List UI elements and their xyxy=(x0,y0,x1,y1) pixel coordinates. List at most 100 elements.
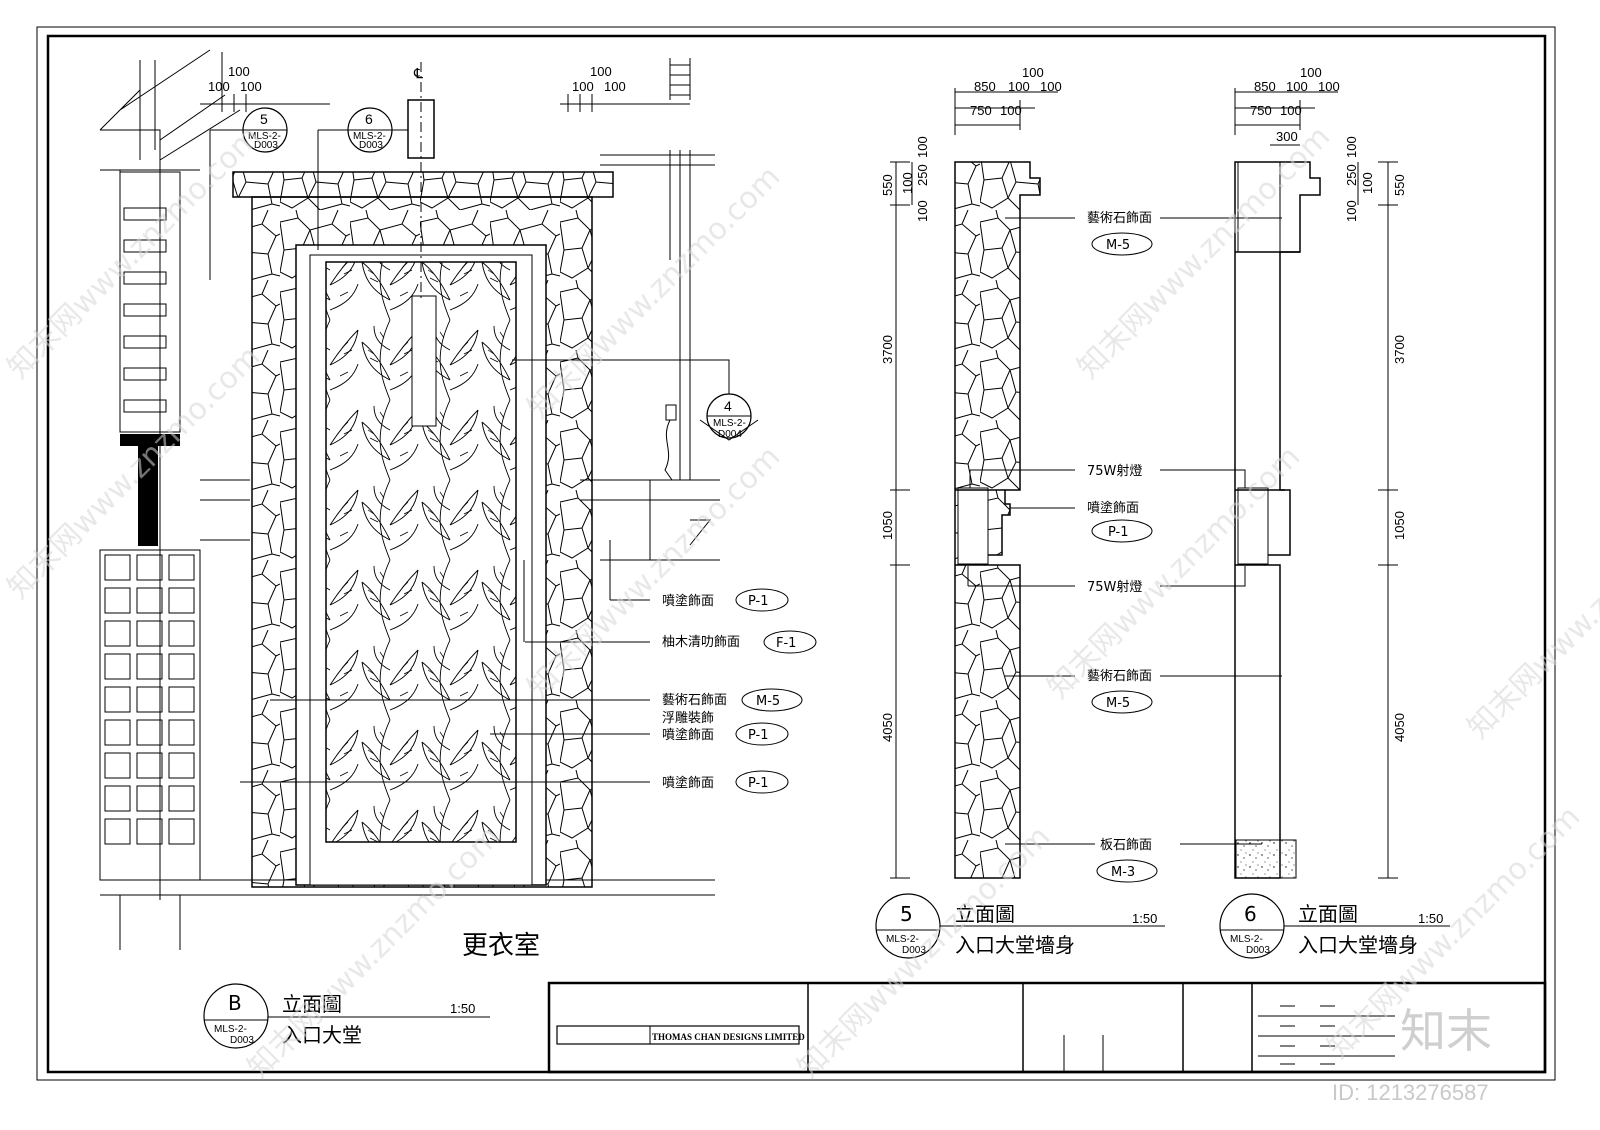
section-ref-5: 5 MLS-2- D003 xyxy=(209,107,288,280)
svg-text:6: 6 xyxy=(365,111,373,127)
svg-text:750: 750 xyxy=(1250,103,1272,118)
svg-text:P-1: P-1 xyxy=(748,728,769,743)
svg-text:550: 550 xyxy=(1392,174,1407,196)
svg-text:D003: D003 xyxy=(254,140,278,151)
svg-text:3700: 3700 xyxy=(1392,335,1407,364)
svg-text:MLS-2-: MLS-2- xyxy=(214,1024,247,1035)
svg-text:300: 300 xyxy=(1276,129,1298,144)
callout-relief: 浮雕裝飾 xyxy=(662,711,714,726)
dim-top-right-1: 100 xyxy=(590,64,612,79)
svg-text:D003: D003 xyxy=(1246,945,1270,956)
svg-text:1:50: 1:50 xyxy=(450,1001,475,1016)
svg-text:知末网www.znzmo.com: 知末网www.znzmo.com xyxy=(1461,479,1600,745)
dim-top-left-2: 100 xyxy=(208,79,230,94)
dim-top-right-2: 100 xyxy=(572,79,594,94)
watermark-logo: 知末 xyxy=(1400,1004,1492,1058)
svg-text:M-5: M-5 xyxy=(1106,238,1130,253)
svg-text:850: 850 xyxy=(974,79,996,94)
svg-text:MLS-2-: MLS-2- xyxy=(1230,934,1263,945)
main-elevation: ℄ 100 100 100 100 100 100 5 MLS-2- D003 … xyxy=(99,49,817,1049)
svg-text:M-5: M-5 xyxy=(756,694,780,709)
pendant-light xyxy=(411,295,437,427)
callout-spray-2: 噴塗飾面 P-1 xyxy=(662,722,789,746)
svg-text:噴塗飾面: 噴塗飾面 xyxy=(662,593,714,609)
svg-text:入口大堂墻身: 入口大堂墻身 xyxy=(1298,933,1418,957)
svg-text:100: 100 xyxy=(1344,136,1359,158)
svg-text:5: 5 xyxy=(260,111,268,127)
black-post xyxy=(138,446,158,546)
svg-text:1050: 1050 xyxy=(1392,511,1407,540)
svg-text:100: 100 xyxy=(1344,200,1359,222)
svg-text:M-5: M-5 xyxy=(1106,696,1130,711)
callout-teak: 柚木清叻飾面 F-1 xyxy=(662,630,817,654)
title-block xyxy=(547,981,1547,1074)
section-5: 100 850 100 100 750 100 550 100 250 100 … xyxy=(875,65,1165,959)
svg-text:D004: D004 xyxy=(718,429,742,440)
svg-text:藝術石飾面: 藝術石飾面 xyxy=(1087,669,1152,684)
svg-text:5: 5 xyxy=(900,902,913,926)
svg-text:100: 100 xyxy=(1300,65,1322,80)
watermark-id: ID: 1213276587 xyxy=(1332,1080,1489,1105)
detail-ref-4: 4 MLS-2- D004 xyxy=(512,359,759,441)
svg-text:P-1: P-1 xyxy=(1108,525,1129,540)
svg-text:入口大堂墻身: 入口大堂墻身 xyxy=(955,933,1075,957)
svg-text:4: 4 xyxy=(724,398,732,414)
svg-text:100: 100 xyxy=(1022,65,1044,80)
svg-text:噴塗飾面: 噴塗飾面 xyxy=(1087,500,1139,516)
section-ref-6: 6 MLS-2- D003 xyxy=(317,107,408,250)
svg-text:D003: D003 xyxy=(359,140,383,151)
svg-text:100: 100 xyxy=(915,136,930,158)
callout-spray-1: 噴塗飾面 P-1 xyxy=(662,588,789,612)
s5-callout-2: 75W射燈 xyxy=(1087,463,1142,479)
svg-text:100: 100 xyxy=(1280,103,1302,118)
svg-text:藝術石飾面: 藝術石飾面 xyxy=(662,693,727,708)
svg-text:6: 6 xyxy=(1244,902,1257,926)
glass-block-wall xyxy=(99,549,201,881)
callout-art-stone: 藝術石飾面 M-5 xyxy=(662,688,803,712)
svg-text:4050: 4050 xyxy=(880,713,895,742)
svg-text:3700: 3700 xyxy=(880,335,895,364)
svg-text:P-1: P-1 xyxy=(748,594,769,609)
svg-text:MLS-2-: MLS-2- xyxy=(886,934,919,945)
svg-text:100: 100 xyxy=(915,200,930,222)
svg-text:1:50: 1:50 xyxy=(1132,911,1157,926)
svg-text:板石飾面: 板石飾面 xyxy=(1100,838,1152,853)
slate-base xyxy=(1235,839,1297,879)
svg-text:P-1: P-1 xyxy=(748,776,769,791)
svg-text:750: 750 xyxy=(970,103,992,118)
black-lintel xyxy=(120,434,180,446)
watermark: 知末网www.znzmo.com 知末网www.znzmo.com 知末网www… xyxy=(1,119,1600,1105)
svg-text:柚木清叻飾面: 柚木清叻飾面 xyxy=(662,635,740,650)
section-6: 100 850 100 100 750 100 300 550 100 250 … xyxy=(1160,65,1450,959)
svg-text:100: 100 xyxy=(1008,79,1030,94)
svg-text:M-3: M-3 xyxy=(1111,865,1135,880)
s5-callout-5: 藝術石飾面 M-5 xyxy=(1087,669,1153,714)
dim-top-left-3: 100 xyxy=(240,79,262,94)
title-6: 6 MLS-2- D003 立面圖 入口大堂墻身 1:50 xyxy=(1219,893,1450,959)
svg-text:藝術石飾面: 藝術石飾面 xyxy=(1087,211,1152,226)
svg-text:100: 100 xyxy=(1000,103,1022,118)
svg-text:知末网www.znzmo.com: 知末网www.znzmo.com xyxy=(1,339,267,605)
svg-text:立面圖: 立面圖 xyxy=(282,992,342,1016)
s5-callout-4: 75W射燈 xyxy=(1087,579,1142,595)
svg-text:D003: D003 xyxy=(230,1035,254,1046)
svg-text:噴塗飾面: 噴塗飾面 xyxy=(662,727,714,743)
svg-text:850: 850 xyxy=(1254,79,1276,94)
svg-text:1:50: 1:50 xyxy=(1418,911,1443,926)
svg-text:4050: 4050 xyxy=(1392,713,1407,742)
svg-text:MLS-2-: MLS-2- xyxy=(248,131,281,142)
dim-top-left-1: 100 xyxy=(228,64,250,79)
s5-callout-6: 板石飾面 M-3 xyxy=(1096,838,1158,883)
svg-text:浮雕裝飾: 浮雕裝飾 xyxy=(662,711,714,726)
company-name: THOMAS CHAN DESIGNS LIMITED xyxy=(652,1032,805,1042)
outer-border xyxy=(36,26,1556,1081)
svg-text:100: 100 xyxy=(900,172,915,194)
svg-text:100: 100 xyxy=(1360,172,1375,194)
s5-callout-1: 藝術石飾面 M-5 xyxy=(1087,211,1153,256)
centerline-symbol: ℄ xyxy=(413,65,423,81)
svg-text:MLS-2-: MLS-2- xyxy=(353,131,386,142)
svg-text:F-1: F-1 xyxy=(776,636,796,651)
svg-text:入口大堂: 入口大堂 xyxy=(282,1023,362,1047)
svg-text:B: B xyxy=(228,991,242,1015)
